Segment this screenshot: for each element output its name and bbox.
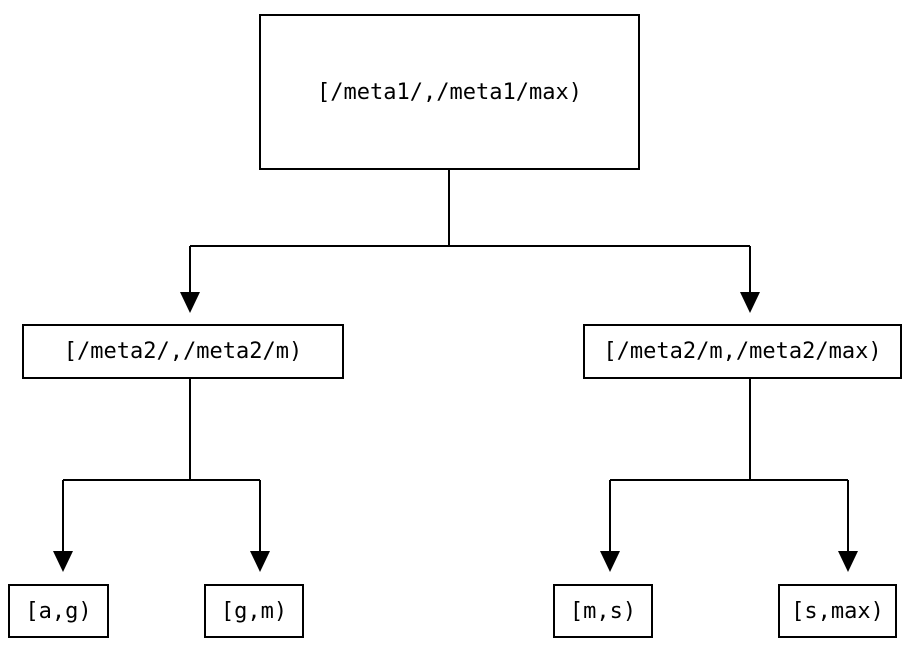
tree-node-meta2-high: [/meta2/m,/meta2/max) [583,324,902,379]
tree-node-leaf-ag: [a,g) [8,584,109,638]
tree-node-leaf-smax-label: [s,max) [791,598,884,624]
arrowhead-to-leaf-ag [53,551,73,572]
tree-node-meta2-high-label: [/meta2/m,/meta2/max) [603,339,882,364]
tree-node-leaf-gm: [g,m) [204,584,304,638]
arrowhead-to-meta2-low [180,292,200,313]
arrowhead-to-leaf-smax [838,551,858,572]
edge-root-split [189,170,751,292]
tree-node-leaf-ms: [m,s) [553,584,653,638]
arrowhead-to-leaf-ms [600,551,620,572]
tree-node-meta2-low-label: [/meta2/,/meta2/m) [63,339,303,364]
edge-meta2-high-split [609,379,849,551]
tree-node-leaf-ms-label: [m,s) [569,598,637,624]
tree-node-meta2-low: [/meta2/,/meta2/m) [22,324,344,379]
arrowhead-to-leaf-gm [250,551,270,572]
tree-node-leaf-smax: [s,max) [778,584,897,638]
tree-node-root: [/meta1/,/meta1/max) [259,14,640,170]
tree-node-leaf-gm-label: [g,m) [220,598,288,624]
tree-node-leaf-ag-label: [a,g) [25,598,92,624]
arrowhead-to-meta2-high [740,292,760,313]
edge-meta2-low-split [62,379,261,551]
tree-node-root-label: [/meta1/,/meta1/max) [317,79,582,105]
